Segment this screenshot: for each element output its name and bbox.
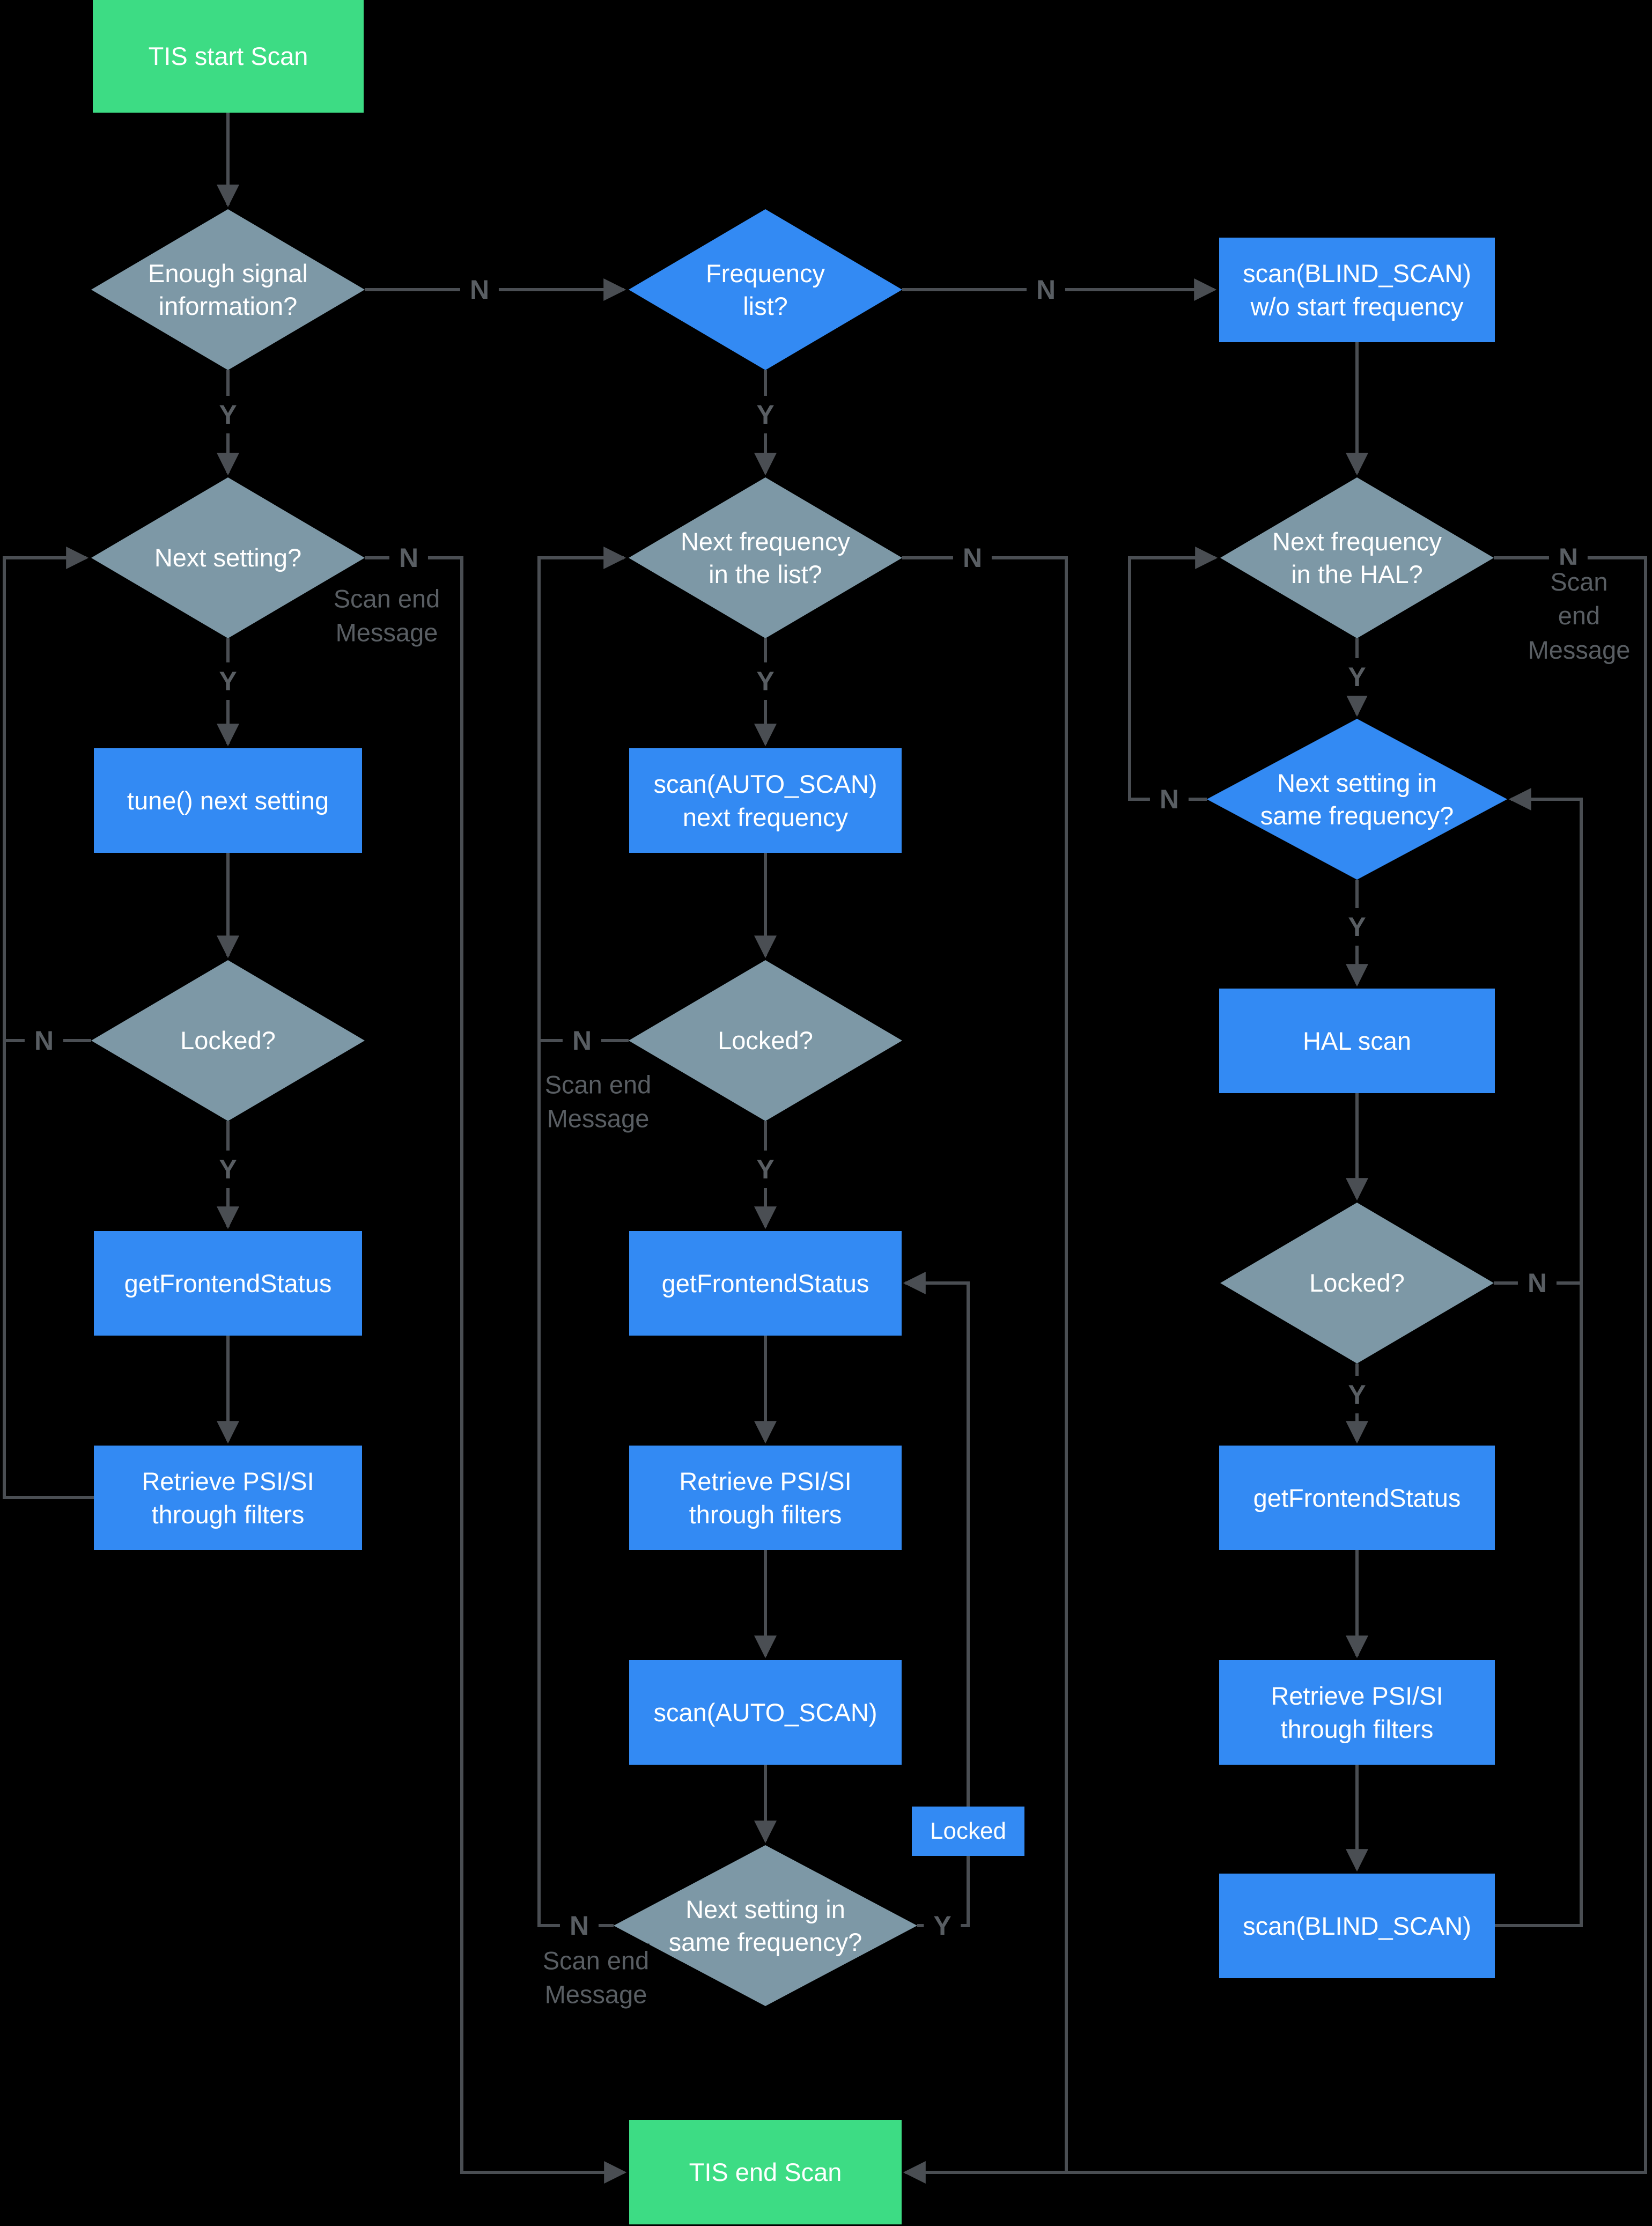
- edge-label-n-enough-signal: N: [460, 271, 499, 308]
- node-get-frontend-status-2: getFrontendStatus: [629, 1231, 902, 1336]
- edge-label-y-next-setting-same-freq-mid: Y: [924, 1907, 961, 1944]
- node-retrieve-psi-si-1: Retrieve PSI/SI through filters: [94, 1446, 362, 1550]
- node-get-frontend-status-3: getFrontendStatus: [1219, 1446, 1495, 1550]
- node-retrieve-psi-si-3: Retrieve PSI/SI through filters: [1219, 1660, 1495, 1765]
- node-scan-auto-next-frequency: scan(AUTO_SCAN) next frequency: [629, 748, 902, 853]
- node-tis-end-scan: TIS end Scan: [629, 2120, 902, 2224]
- edge-label-n-locked-3: N: [1517, 1264, 1557, 1302]
- edge-label-y-next-frequency-hal: Y: [1338, 658, 1376, 696]
- node-get-frontend-status-1: getFrontendStatus: [94, 1231, 362, 1336]
- note-scan-end-message-left: Scan end Message: [333, 581, 440, 650]
- edge-label-n-frequency-list: N: [1026, 271, 1066, 308]
- edge-label-n-next-setting: N: [389, 539, 429, 577]
- note-scan-end-message-right: Scan end Message: [1528, 564, 1631, 667]
- node-tis-start-scan: TIS start Scan: [93, 0, 364, 113]
- node-hal-scan: HAL scan: [1219, 989, 1495, 1093]
- edge-label-y-locked-1: Y: [209, 1151, 247, 1188]
- edge-mid-loop-to-nfl: [537, 547, 626, 1927]
- tag-locked: Locked: [912, 1807, 1024, 1856]
- edge-label-y-locked-3: Y: [1338, 1376, 1376, 1413]
- edge-scanblind-loop-to-nssf-right: [1495, 788, 1583, 1927]
- edge-label-y-frequency-list: Y: [747, 396, 784, 433]
- edge-label-y-enough-signal: Y: [209, 396, 247, 433]
- node-scan-blind-scan: scan(BLIND_SCAN): [1219, 1874, 1495, 1978]
- edge-label-n-next-setting-same-freq-mid: N: [559, 1907, 599, 1944]
- edge-label-y-next-setting: Y: [209, 662, 247, 700]
- node-tune-next-setting: tune() next setting: [94, 748, 362, 853]
- edge-label-n-locked-2: N: [562, 1022, 602, 1059]
- node-scan-auto-scan: scan(AUTO_SCAN): [629, 1660, 902, 1765]
- edge-label-y-locked-2: Y: [747, 1151, 784, 1188]
- note-scan-end-message-mid-upper: Scan end Message: [544, 1067, 652, 1136]
- edge-nssf-right-n-loop-to-nfhal: [1128, 547, 1218, 801]
- edge-label-n-next-setting-same-freq-right: N: [1149, 780, 1189, 818]
- note-scan-end-message-mid-lower: Scan end Message: [542, 1943, 650, 2012]
- edge-label-n-locked-1: N: [24, 1022, 64, 1059]
- edge-label-y-next-frequency-list: Y: [747, 662, 784, 700]
- edge-label-n-next-frequency-list: N: [953, 539, 992, 577]
- node-retrieve-psi-si-2: Retrieve PSI/SI through filters: [629, 1446, 902, 1550]
- edge-retrieve1-loop-to-next-setting: [3, 547, 94, 1499]
- node-scan-blind-wo-start-frequency: scan(BLIND_SCAN) w/o start frequency: [1219, 238, 1495, 342]
- edge-label-y-next-setting-same-freq-right: Y: [1338, 908, 1376, 946]
